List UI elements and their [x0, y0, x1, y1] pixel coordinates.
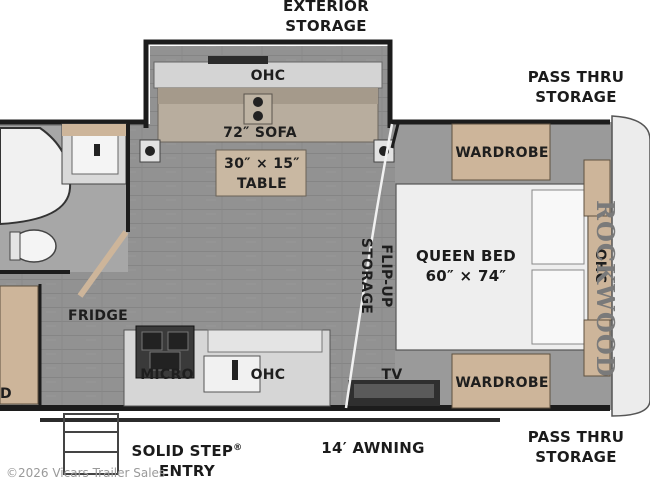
fridge-label: FRIDGE	[67, 308, 129, 324]
partition-wall	[344, 123, 394, 409]
solid-step-line-2: ENTRY	[158, 462, 216, 480]
burner	[167, 331, 189, 351]
table	[215, 149, 307, 197]
bath-door	[77, 230, 129, 298]
kitchen-cooktop-cover	[207, 329, 323, 353]
pass-thru-bottom-line-1: PASS THRU	[527, 428, 625, 446]
solid-step-text: SOLID STEP	[131, 442, 234, 460]
tv-screen	[354, 384, 434, 398]
sofa-label: 72″ SOFA	[223, 125, 297, 141]
pass-thru-top-line-2: STORAGE	[535, 88, 617, 106]
slide-ohc-label: OHC	[250, 68, 286, 84]
solid-step-line-1: SOLID STEP®	[124, 438, 250, 461]
pass-thru-storage-bottom-label: PASS THRU STORAGE	[518, 427, 634, 467]
slide-out-wall	[143, 39, 393, 128]
faucet	[94, 144, 100, 156]
pass-thru-storage-top-label: PASS THRU STORAGE	[518, 67, 634, 107]
exterior-storage-line-2: STORAGE	[285, 17, 367, 35]
table-size: 30″ × 15″	[224, 156, 300, 172]
partial-d-label: D	[0, 386, 12, 402]
bath-wood-trim	[62, 124, 126, 136]
front-cap	[611, 115, 650, 417]
wardrobe-top-label: WARDROBE	[455, 145, 549, 161]
partition-wall	[390, 123, 400, 149]
registered-mark: ®	[233, 443, 243, 453]
exterior-storage-label: EXTERIOR STORAGE	[276, 0, 376, 36]
kitchen-ohc-label: OHC	[250, 367, 286, 383]
cupholder	[253, 97, 263, 107]
brand-logo: ROCKWOOD	[591, 200, 620, 378]
shower	[0, 127, 72, 226]
queen-bed-size: 60″ × 74″	[425, 267, 507, 285]
wardrobe-bottom	[451, 353, 551, 409]
pillow	[531, 269, 585, 345]
tv-label: TV	[381, 367, 403, 383]
flip-up-line-1: FLIP-UP	[378, 244, 394, 308]
awning-label: 14′ AWNING	[321, 439, 425, 457]
copyright-watermark: ©2026 Vicars Trailer Sales	[6, 466, 166, 480]
burner	[141, 331, 163, 351]
pillow	[531, 189, 585, 265]
queen-bed-name: QUEEN BED	[415, 247, 517, 265]
table-label: 30″ × 15″ TABLE	[210, 154, 314, 194]
cupholder	[253, 111, 263, 121]
wardrobe-top	[451, 123, 551, 181]
pass-thru-top-line-1: PASS THRU	[527, 68, 625, 86]
nightstand	[583, 319, 611, 377]
pass-thru-bottom-line-2: STORAGE	[535, 448, 617, 466]
flip-up-line-2: STORAGE	[358, 237, 374, 315]
speaker-cone	[145, 146, 155, 156]
solid-step-entry-label: SOLID STEP® ENTRY	[124, 438, 250, 481]
flip-up-storage-label: FLIP-UP STORAGE	[356, 216, 396, 336]
burner	[149, 351, 181, 371]
left-counter	[0, 285, 39, 405]
entry-step	[63, 413, 119, 475]
faucet	[232, 360, 238, 380]
toilet-tank	[9, 231, 21, 261]
micro-label: MICRO	[140, 367, 194, 383]
table-name: TABLE	[237, 176, 287, 192]
nightstand	[583, 159, 611, 217]
wardrobe-bottom-label: WARDROBE	[455, 375, 549, 391]
slide-ohc-window	[208, 56, 268, 64]
queen-bed-label: QUEEN BED 60″ × 74″	[404, 246, 528, 286]
exterior-storage-line-1: EXTERIOR	[282, 0, 370, 15]
